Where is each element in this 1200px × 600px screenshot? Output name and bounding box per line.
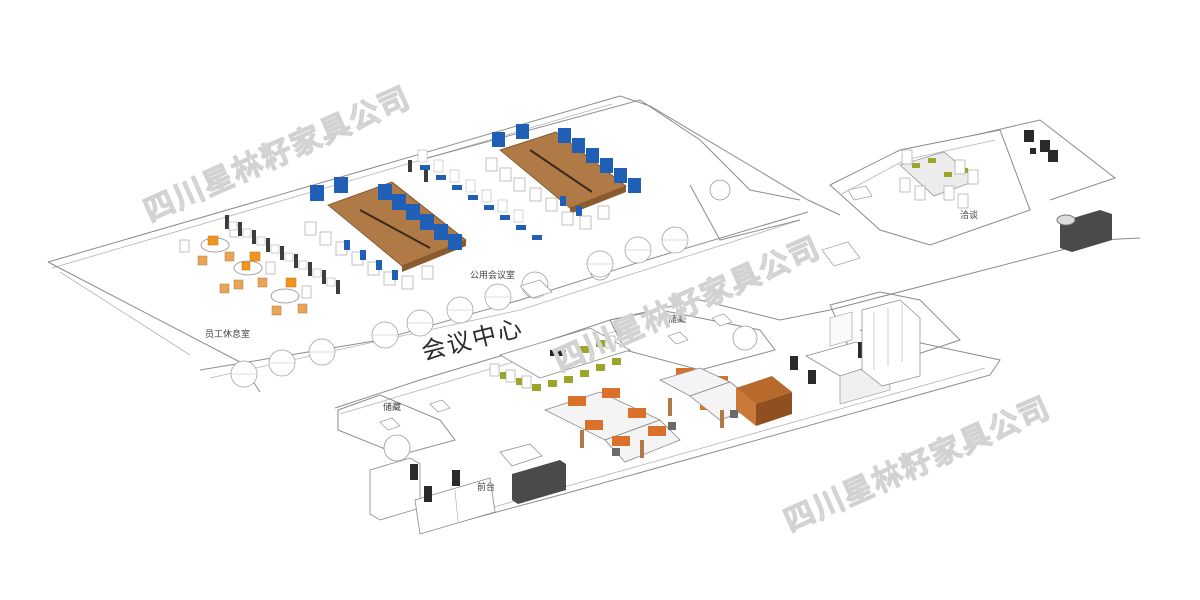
meeting-room-1-furniture xyxy=(304,177,467,290)
manager-office-furniture xyxy=(790,299,921,405)
staff-lounge-furniture xyxy=(179,215,340,316)
workstations-furniture xyxy=(543,367,792,463)
watermark-center: 四川星林籽家具公司 xyxy=(549,230,826,379)
storage-left-label: 储藏 xyxy=(383,401,401,413)
storage-grid-icons xyxy=(379,185,873,431)
reception-label: 前台 xyxy=(477,481,495,493)
conference-table-furniture xyxy=(489,327,632,391)
reception-furniture xyxy=(369,443,566,535)
storage-right-label: 储藏 xyxy=(668,313,686,325)
lounge-furniture xyxy=(899,130,1112,252)
lounge-label: 洽谈 xyxy=(960,209,978,221)
watermark-bottom-right: 四川星林籽家具公司 xyxy=(779,390,1056,539)
glass-partition xyxy=(230,226,689,388)
meeting-room-2-furniture xyxy=(408,124,641,240)
staff-lounge-label: 员工休息室 xyxy=(205,328,250,340)
public-meeting-label: 公用会议室 xyxy=(470,269,515,281)
